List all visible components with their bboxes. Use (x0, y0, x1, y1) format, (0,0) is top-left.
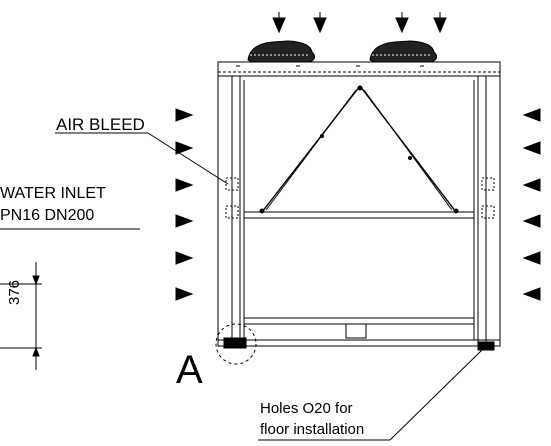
dimension-376 (0, 262, 42, 370)
water-inlet-label: WATER INLET (0, 185, 106, 202)
dimension-label: 376 (6, 279, 23, 305)
floor-installation-label: floor installation (260, 421, 365, 438)
unit-frame (217, 61, 501, 347)
leader-lines (0, 132, 483, 441)
coil-triangle (259, 85, 459, 214)
air-bleed-fitting (225, 177, 495, 219)
left-airflow-arrows (175, 108, 194, 301)
air-bleed-label: AIR BLEED (56, 115, 145, 134)
top-airflow-arrows (272, 12, 447, 34)
foot-right (477, 341, 495, 351)
fan-right (369, 40, 438, 63)
detail-marker: A (176, 348, 203, 392)
holes-label: Holes O20 for (260, 400, 353, 417)
fan-left (247, 40, 316, 63)
water-inlet-spec-label: PN16 DN200 (0, 207, 95, 224)
right-airflow-arrows (522, 108, 541, 301)
detail-a-circle (215, 323, 257, 365)
